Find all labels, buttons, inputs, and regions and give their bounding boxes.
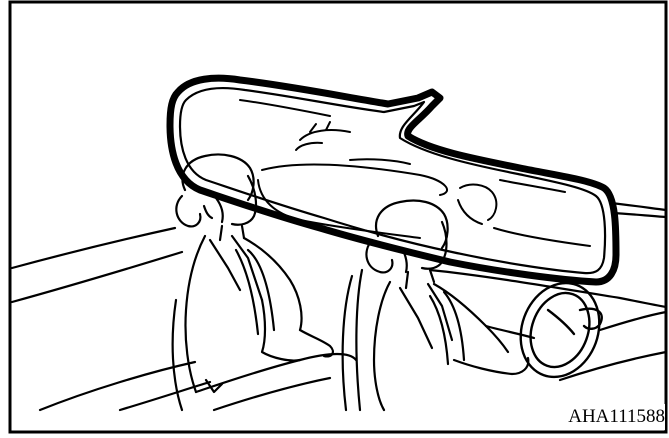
figure-code-label: AHA111588 xyxy=(564,404,665,430)
dashboard-lines xyxy=(430,203,666,380)
frame-border xyxy=(10,2,666,432)
interior-left-lines xyxy=(12,228,210,410)
